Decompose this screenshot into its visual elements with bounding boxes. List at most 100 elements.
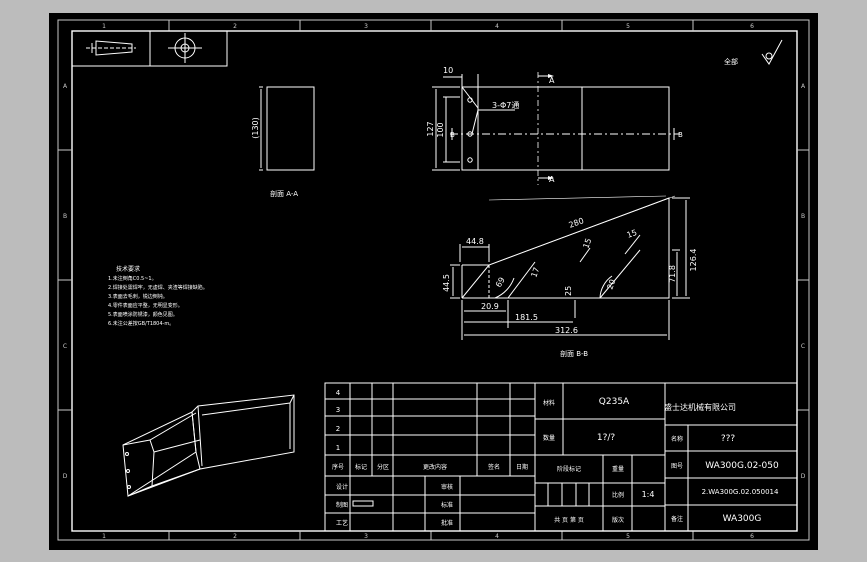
- rev-row-2: 2: [336, 425, 340, 433]
- rev-row-4: 4: [336, 389, 341, 397]
- sign-standard: 标准: [441, 501, 453, 509]
- header-date: 日期: [516, 463, 528, 471]
- section-mark-a-bottom: A: [549, 175, 555, 184]
- taper-symbol-icon: [86, 40, 136, 56]
- hole-note: 3-Φ7通: [492, 100, 519, 110]
- zone-bottom-3: 3: [364, 533, 368, 540]
- header-zone: 分区: [377, 463, 389, 471]
- dim-15-b: 15: [626, 228, 639, 240]
- zone-right-b: B: [801, 213, 805, 220]
- first-angle-projection-icon: [168, 33, 202, 63]
- tech-note-4: 4.零件表面应平整，无明显变形。: [108, 302, 183, 309]
- header-change: 更改内容: [423, 463, 447, 471]
- zone-left-d: D: [63, 473, 68, 480]
- dim-44-8: 44.8: [466, 237, 484, 246]
- zone-bottom-5: 5: [626, 533, 630, 540]
- hole-1: [467, 97, 473, 103]
- zone-left-a: A: [63, 83, 68, 90]
- dim-181-5: 181.5: [515, 313, 538, 322]
- angle-arc-20: [599, 275, 613, 299]
- zone-top-1: 1: [102, 23, 106, 30]
- zone-top-6: 6: [750, 23, 754, 30]
- zone-left-c: C: [63, 343, 67, 350]
- section-bb-caption: 剖面 B-B: [560, 349, 588, 358]
- zone-right-c: C: [801, 343, 805, 350]
- sign-process: 工艺: [336, 519, 348, 527]
- section-bb-view: [450, 195, 690, 340]
- sign-design: 设计: [336, 483, 348, 491]
- drawing-canvas: [49, 13, 818, 550]
- surface-roughness-icon: [761, 39, 783, 65]
- name-value: ???: [721, 434, 736, 444]
- dim-44-5: 44.5: [442, 274, 451, 292]
- zone-ticks: [58, 20, 809, 540]
- weight-label: 重量: [612, 465, 624, 473]
- section-aa-caption: 剖面 A-A: [270, 189, 298, 198]
- dim-126-4: 126.4: [689, 249, 698, 272]
- file-no-value: 2.WA300G.02.050014: [702, 488, 779, 496]
- sign-review: 审核: [441, 483, 453, 491]
- top-view-outline: [461, 86, 670, 171]
- zone-bottom-4: 4: [495, 533, 499, 540]
- stage-label: 阶段标记: [557, 465, 581, 473]
- company-name: 盛士达机械有限公司: [664, 402, 736, 412]
- tech-note-2: 2.焊接处需焊牢，无虚焊、夹渣等焊接缺陷。: [108, 284, 208, 291]
- iso-hole-2: [126, 469, 130, 473]
- iso-hole-1: [125, 452, 129, 456]
- zone-bottom-1: 1: [102, 533, 106, 540]
- hole-3: [467, 157, 473, 163]
- qty-label: 数量: [543, 434, 555, 442]
- rev-row-1: 1: [336, 444, 340, 452]
- model-label: 备注: [671, 515, 683, 523]
- roughness-label: 全部: [724, 57, 738, 66]
- material-value: Q235A: [599, 397, 630, 407]
- header-seq: 序号: [332, 463, 344, 471]
- section-mark-b-left: B: [450, 131, 455, 139]
- zone-top-5: 5: [626, 23, 630, 30]
- isometric-view: [122, 394, 295, 497]
- qty-value: 1?/?: [597, 433, 616, 443]
- dim-312-6: 312.6: [555, 326, 578, 335]
- zone-top-2: 2: [233, 23, 237, 30]
- zone-top-3: 3: [364, 23, 368, 30]
- dim-69-angle: 69: [494, 276, 507, 289]
- zone-right-d: D: [801, 473, 806, 480]
- scale-label: 比例: [612, 491, 624, 499]
- header-mark: 标记: [355, 463, 367, 471]
- section-mark-a-top: A: [549, 76, 555, 85]
- header-sign: 签名: [488, 463, 500, 471]
- tech-note-3: 3.表面去毛刺，锐边倒钝。: [108, 293, 168, 300]
- drawing-no-label: 图号: [671, 463, 683, 470]
- zone-top-4: 4: [495, 23, 499, 30]
- zone-bottom-2: 2: [233, 533, 237, 540]
- dim-20-9: 20.9: [481, 302, 499, 311]
- tech-notes-title: 技术要求: [116, 265, 140, 273]
- name-label: 名称: [671, 435, 683, 443]
- zone-bottom-6: 6: [750, 533, 754, 540]
- dim-20-angle: 20: [605, 278, 617, 291]
- tech-note-5: 5.表面喷涂防锈漆，颜色见图。: [108, 311, 178, 318]
- tech-note-6: 6.未注公差按GB/T1804-m。: [108, 320, 174, 327]
- sign-draw: 制图: [336, 501, 348, 509]
- title-block: [324, 382, 798, 532]
- scale-value: 1:4: [642, 490, 655, 499]
- dim-100: 100: [436, 122, 445, 137]
- version-label: 版次: [612, 516, 624, 524]
- zone-left-b: B: [63, 213, 67, 220]
- dim-15-a: 15: [581, 237, 593, 250]
- top-view: [432, 72, 680, 185]
- dim-130: (130): [251, 117, 260, 139]
- sign-approve: 批准: [441, 519, 453, 527]
- material-label: 材料: [543, 399, 555, 407]
- iso-hole-3: [127, 485, 131, 489]
- dim-71-8: 71.8: [668, 265, 677, 283]
- dim-17: 17: [529, 266, 541, 279]
- dim-10: 10: [443, 66, 453, 75]
- angle-arc-69: [494, 277, 515, 299]
- model-value: WA300G: [723, 514, 762, 524]
- section-mark-b-right: B: [678, 131, 683, 139]
- drawing-no-value: WA300G.02-050: [705, 461, 779, 471]
- dim-127: 127: [426, 121, 435, 136]
- sheet-label: 共 页 第 页: [554, 516, 584, 524]
